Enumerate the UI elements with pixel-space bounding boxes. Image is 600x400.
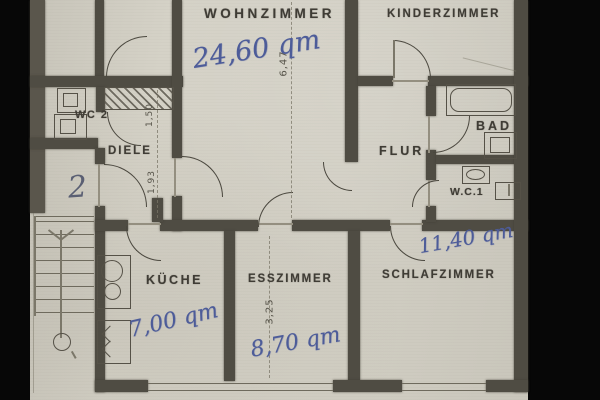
wall: [486, 380, 528, 392]
toilet-icon-detail: [508, 184, 510, 196]
window: [402, 383, 486, 391]
stair-step: [34, 312, 94, 313]
cistern-icon-inner: [63, 93, 78, 107]
sink-icon: [484, 132, 517, 159]
wall: [358, 76, 393, 86]
wall: [96, 87, 105, 112]
sink-bowl-icon: [104, 283, 121, 300]
room-label-kinderzimmer: KINDERZIMMER: [387, 8, 501, 20]
toilet-icon-inner: [60, 119, 76, 134]
sink-icon-inner: [490, 137, 510, 153]
stair-step: [34, 247, 94, 248]
measurement-diele-upper: 1,50: [145, 102, 155, 128]
wall: [345, 0, 358, 162]
wall: [333, 380, 402, 392]
stair-step: [34, 299, 94, 300]
wall: [95, 0, 104, 78]
wall: [514, 0, 528, 392]
wall: [426, 150, 436, 180]
door-threshold: [390, 223, 423, 225]
room-label-flur: FLUR: [379, 144, 425, 158]
wall: [426, 86, 436, 116]
measure-line: [269, 236, 270, 378]
door-threshold: [174, 158, 176, 197]
toilet-icon: [54, 114, 87, 140]
wall: [30, 76, 183, 87]
window: [148, 383, 333, 391]
door-threshold: [428, 116, 430, 153]
stair-side-line: [34, 216, 36, 316]
stove-icon: [97, 320, 131, 364]
stair-step: [34, 286, 94, 287]
sink-icon: [462, 166, 490, 184]
door-threshold: [128, 223, 161, 225]
bathtub-icon: [446, 84, 516, 116]
wall: [426, 206, 436, 222]
wall: [30, 138, 98, 149]
measurement-esszimmer-width: 3,25: [264, 298, 276, 325]
wall: [422, 220, 528, 231]
measurement-diele-lower: 1,93: [147, 169, 157, 195]
wall: [172, 196, 182, 231]
room-label-schlafzimmer: SCHLAFZIMMER: [382, 269, 496, 281]
sink-bowl-icon: [101, 260, 123, 282]
door-threshold: [98, 164, 100, 207]
stair-direction-line: [60, 230, 62, 338]
wall: [348, 231, 360, 381]
wall: [95, 380, 148, 392]
wall: [428, 76, 528, 86]
apartment-number: 2: [66, 169, 89, 206]
wall: [160, 220, 258, 231]
stair-step: [34, 260, 94, 261]
stair-step: [34, 216, 94, 217]
hatched-shaft: [104, 87, 174, 110]
measure-line: [291, 2, 292, 218]
scan-border-left: [0, 0, 30, 400]
wall: [172, 0, 182, 158]
room-label-kueche: KÜCHE: [146, 273, 203, 287]
wall: [95, 220, 128, 231]
wall: [436, 155, 516, 164]
bathtub-icon-inner: [450, 88, 512, 112]
measurement-wohnzimmer-depth: 6,47: [278, 50, 290, 77]
wall: [95, 148, 105, 164]
room-label-wc1: W.C.1: [450, 186, 484, 198]
room-label-diele: DIELE: [108, 145, 152, 157]
stair-edge-line: [33, 213, 34, 393]
stair-step: [34, 273, 94, 274]
toilet-icon: [495, 182, 521, 200]
wall: [224, 231, 235, 381]
cistern-icon: [57, 88, 86, 113]
room-label-wohnzimmer: WOHNZIMMER: [204, 6, 335, 21]
wall: [95, 206, 105, 392]
wall: [292, 220, 390, 231]
door-leaf: [393, 40, 395, 78]
room-label-bad: BAD: [476, 119, 513, 133]
sink-basin-icon: [466, 169, 485, 180]
measure-line: [157, 90, 158, 218]
kitchen-counter-icon: [97, 255, 131, 309]
room-label-esszimmer: ESSZIMMER: [248, 273, 333, 285]
scan-border-right: [528, 0, 600, 400]
stair-start-circle: [53, 333, 71, 351]
wall: [30, 0, 45, 213]
door-threshold: [392, 80, 429, 82]
room-label-wc2: WC 2: [75, 109, 109, 121]
stair-step: [34, 221, 94, 222]
